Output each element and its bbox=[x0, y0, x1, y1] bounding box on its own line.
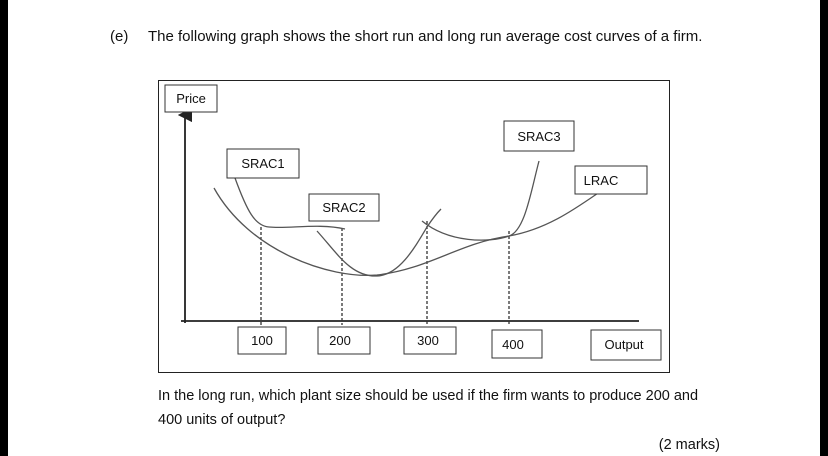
tick-label-400: 400 bbox=[502, 337, 524, 352]
srac1-label-box bbox=[226, 148, 300, 179]
tick-label-200: 200 bbox=[329, 333, 351, 348]
srac3-curve bbox=[421, 160, 540, 241]
srac1-label: SRAC1 bbox=[241, 156, 284, 171]
output-label: Output bbox=[604, 337, 643, 352]
followup-line-2: 400 units of output? bbox=[158, 412, 286, 428]
cost-curve-graph: Price SRAC1 SRAC2 SRAC3 LRAC 100 200 300… bbox=[158, 80, 670, 373]
srac2-label: SRAC2 bbox=[322, 200, 365, 215]
price-label-box bbox=[164, 84, 218, 113]
tick-label-300: 300 bbox=[417, 333, 439, 348]
graph-svg: Price SRAC1 SRAC2 SRAC3 LRAC 100 200 300… bbox=[164, 84, 662, 361]
lrac-label-box bbox=[574, 165, 648, 195]
question-text: The following graph shows the short run … bbox=[148, 28, 703, 45]
srac2-label-box bbox=[308, 193, 380, 222]
tick-box-200 bbox=[317, 326, 371, 355]
srac1-curve bbox=[234, 177, 346, 230]
followup-line-1: In the long run, which plant size should… bbox=[158, 388, 699, 404]
tick-box-300 bbox=[403, 326, 457, 355]
tick-box-400 bbox=[491, 329, 543, 359]
srac3-label: SRAC3 bbox=[517, 129, 560, 144]
srac3-label-box bbox=[503, 120, 575, 152]
output-label-box bbox=[590, 329, 662, 361]
srac2-curve bbox=[316, 208, 442, 277]
marks-label: (2 marks) bbox=[658, 437, 720, 453]
exam-page: (e) The following graph shows the short … bbox=[8, 0, 820, 456]
tick-label-100: 100 bbox=[251, 333, 273, 348]
tick-box-100 bbox=[237, 326, 287, 355]
price-label: Price bbox=[176, 91, 206, 106]
question-number: (e) bbox=[110, 28, 129, 45]
lrac-curve bbox=[213, 187, 605, 277]
followup-question: In the long run, which plant size should… bbox=[158, 384, 758, 432]
lrac-label: LRAC bbox=[584, 173, 619, 188]
